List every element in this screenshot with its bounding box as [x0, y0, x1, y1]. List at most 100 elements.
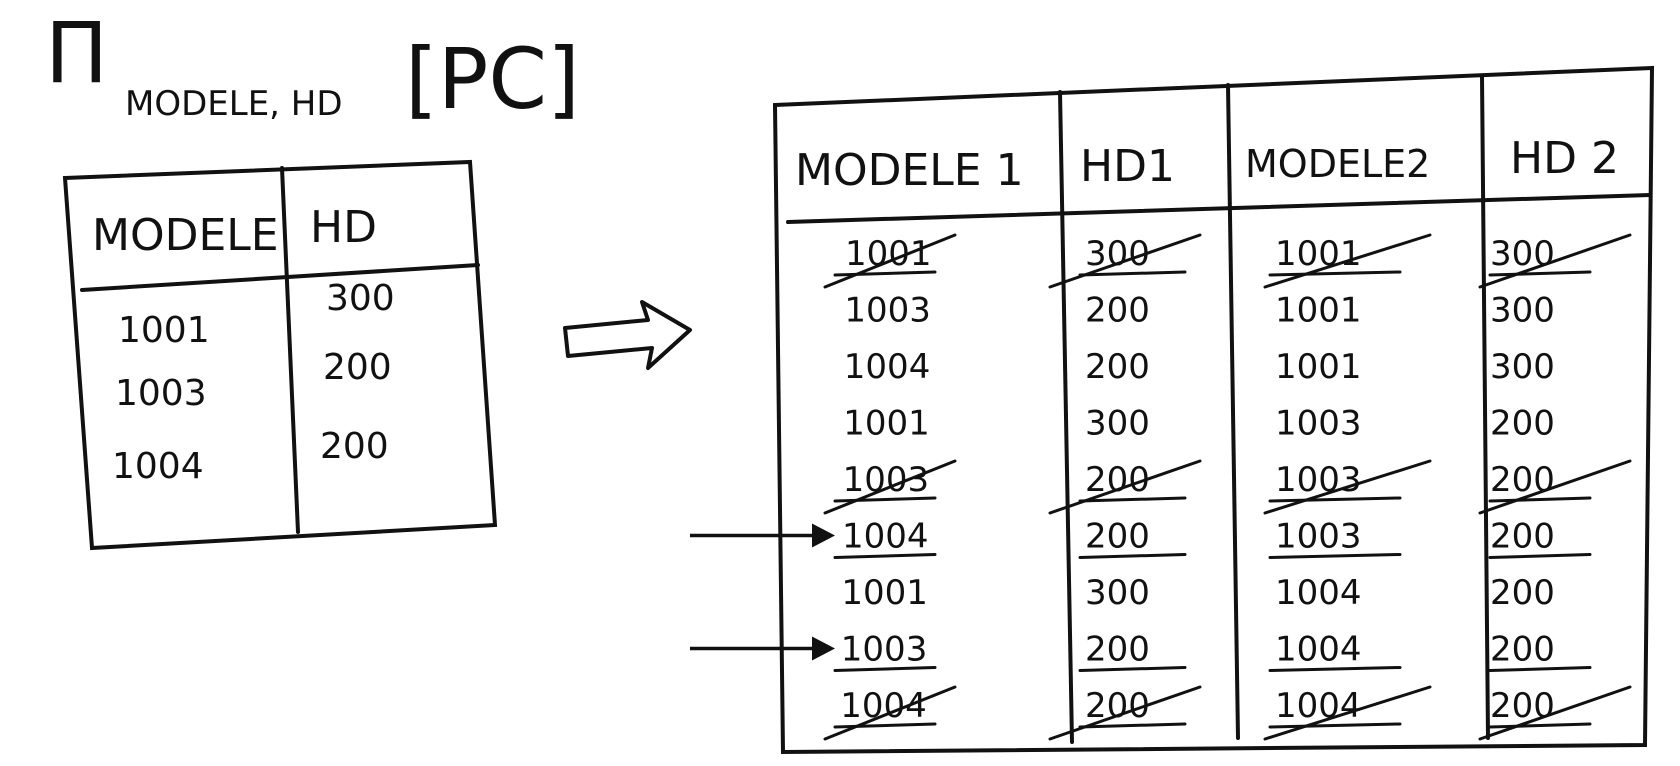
source-table	[62, 159, 498, 551]
result-table-cell: 200	[1490, 686, 1555, 726]
row-underline	[1488, 496, 1592, 503]
result-table-cell: 1004	[1275, 686, 1362, 726]
row-strikethrough	[823, 459, 957, 515]
result-table-cell: 200	[1490, 460, 1555, 500]
row-underline	[833, 722, 937, 729]
row-strikethrough	[1263, 233, 1432, 289]
row-underline	[833, 666, 937, 672]
result-table-cell: 200	[1085, 347, 1150, 387]
result-table-cell: 200	[1490, 517, 1555, 557]
row-strikethrough	[823, 233, 957, 289]
result-table-cell: 300	[1490, 234, 1555, 274]
result-table-cell: 1003	[1275, 404, 1362, 444]
result-table-row: 1001 300 1003 200	[843, 404, 1555, 444]
row-underline	[833, 496, 937, 503]
result-table-cell: 1001	[843, 404, 930, 444]
row-underline	[1078, 553, 1187, 559]
row-underline	[1488, 553, 1592, 559]
source-table-header-divider	[80, 263, 480, 292]
row-strikethrough	[1478, 685, 1632, 741]
row-underline	[1268, 496, 1402, 503]
source-table-cell: 1003	[115, 373, 207, 414]
row-underline	[1078, 270, 1187, 277]
result-table-header: MODELE2	[1245, 142, 1430, 186]
result-table-cell: 1004	[1275, 573, 1362, 613]
row-underline	[1268, 553, 1402, 559]
result-table-cell: 300	[1490, 347, 1555, 387]
result-table-cell: 1004	[842, 517, 929, 557]
result-table-cell: 1003	[841, 630, 928, 670]
result-table-header-divider	[786, 193, 1652, 224]
row-strikethrough	[1263, 459, 1432, 515]
source-table-column-divider	[280, 166, 300, 534]
row-underline	[1078, 666, 1187, 672]
source-table-border	[62, 159, 498, 551]
arrow-icon	[563, 300, 692, 370]
result-table-column-divider	[1480, 74, 1490, 740]
row-strikethrough	[1048, 685, 1202, 741]
result-table-cell: 300	[1085, 573, 1150, 613]
result-table-row: 1003 200 1004 200	[690, 630, 1592, 672]
result-table-cell: 1001	[1275, 234, 1362, 274]
row-strikethrough	[1263, 685, 1432, 741]
row-strikethrough	[1048, 459, 1202, 515]
row-underline	[1488, 722, 1592, 729]
result-table-cell: 200	[1085, 460, 1150, 500]
row-underline	[1078, 722, 1187, 729]
result-table-cell: 1001	[845, 234, 932, 274]
result-table-cell: 200	[1085, 630, 1150, 670]
result-table-cell: 200	[1490, 404, 1555, 444]
source-table-header: MODELE	[92, 210, 279, 261]
row-underline	[1488, 270, 1592, 277]
result-table-row: 1004 200 1004 200	[823, 685, 1632, 741]
row-underline	[1268, 722, 1402, 729]
row-underline	[833, 270, 937, 277]
result-table-row: 1003 200 1001 300	[844, 291, 1555, 331]
result-table-cell: 1001	[1275, 347, 1362, 387]
source-table-cell: 1004	[112, 446, 204, 487]
pointer-arrowhead-icon	[812, 523, 835, 548]
source-table-cell: 200	[320, 426, 389, 467]
result-table-cell: 200	[1085, 686, 1150, 726]
result-table-row: 1001 300 1004 200	[841, 573, 1555, 613]
result-table-cell: 300	[1085, 404, 1150, 444]
row-underline	[833, 553, 937, 559]
result-table-cell: 1001	[841, 573, 928, 613]
result-table-cell: 200	[1085, 291, 1150, 331]
projection-expression: Π MODELE, HD [PC]	[45, 4, 580, 128]
projection-subscript: MODELE, HD	[125, 84, 343, 124]
row-strikethrough	[823, 685, 957, 741]
pointer-arrowhead-icon	[812, 636, 835, 661]
result-table-cell: 300	[1085, 234, 1150, 274]
result-table-cell: 1001	[1275, 291, 1362, 331]
result-table-cell: 200	[1085, 517, 1150, 557]
result-table-cell: 1004	[840, 686, 927, 726]
result-table-cell: 1003	[843, 460, 930, 500]
source-table-cell: 1001	[118, 310, 210, 351]
source-table-cell: 300	[326, 278, 395, 319]
result-table-column-divider	[1226, 83, 1240, 740]
result-table-cell: 300	[1490, 291, 1555, 331]
source-table-cell: 200	[323, 347, 392, 388]
row-underline	[1078, 496, 1187, 503]
result-table-header: HD1	[1080, 141, 1175, 192]
result-table-row: 1004 200 1003 200	[690, 517, 1592, 559]
result-table-header: MODELE 1	[795, 145, 1024, 196]
projection-relation: [PC]	[405, 30, 580, 128]
row-underline	[1488, 666, 1592, 672]
result-table-row: 1004 200 1001 300	[844, 347, 1555, 387]
result-table-row: 1001 300 1001 300	[823, 233, 1632, 289]
result-table-cell: 1004	[1275, 630, 1362, 670]
result-table-cell: 200	[1490, 573, 1555, 613]
result-table-column-divider	[1058, 90, 1074, 744]
result-table-cell: 1003	[844, 291, 931, 331]
row-strikethrough	[1048, 233, 1202, 289]
result-table-cell: 1004	[844, 347, 931, 387]
row-underline	[1268, 270, 1402, 277]
result-table-cell: 1003	[1275, 517, 1362, 557]
source-table-header: HD	[310, 202, 377, 253]
result-table-cell: 200	[1490, 630, 1555, 670]
